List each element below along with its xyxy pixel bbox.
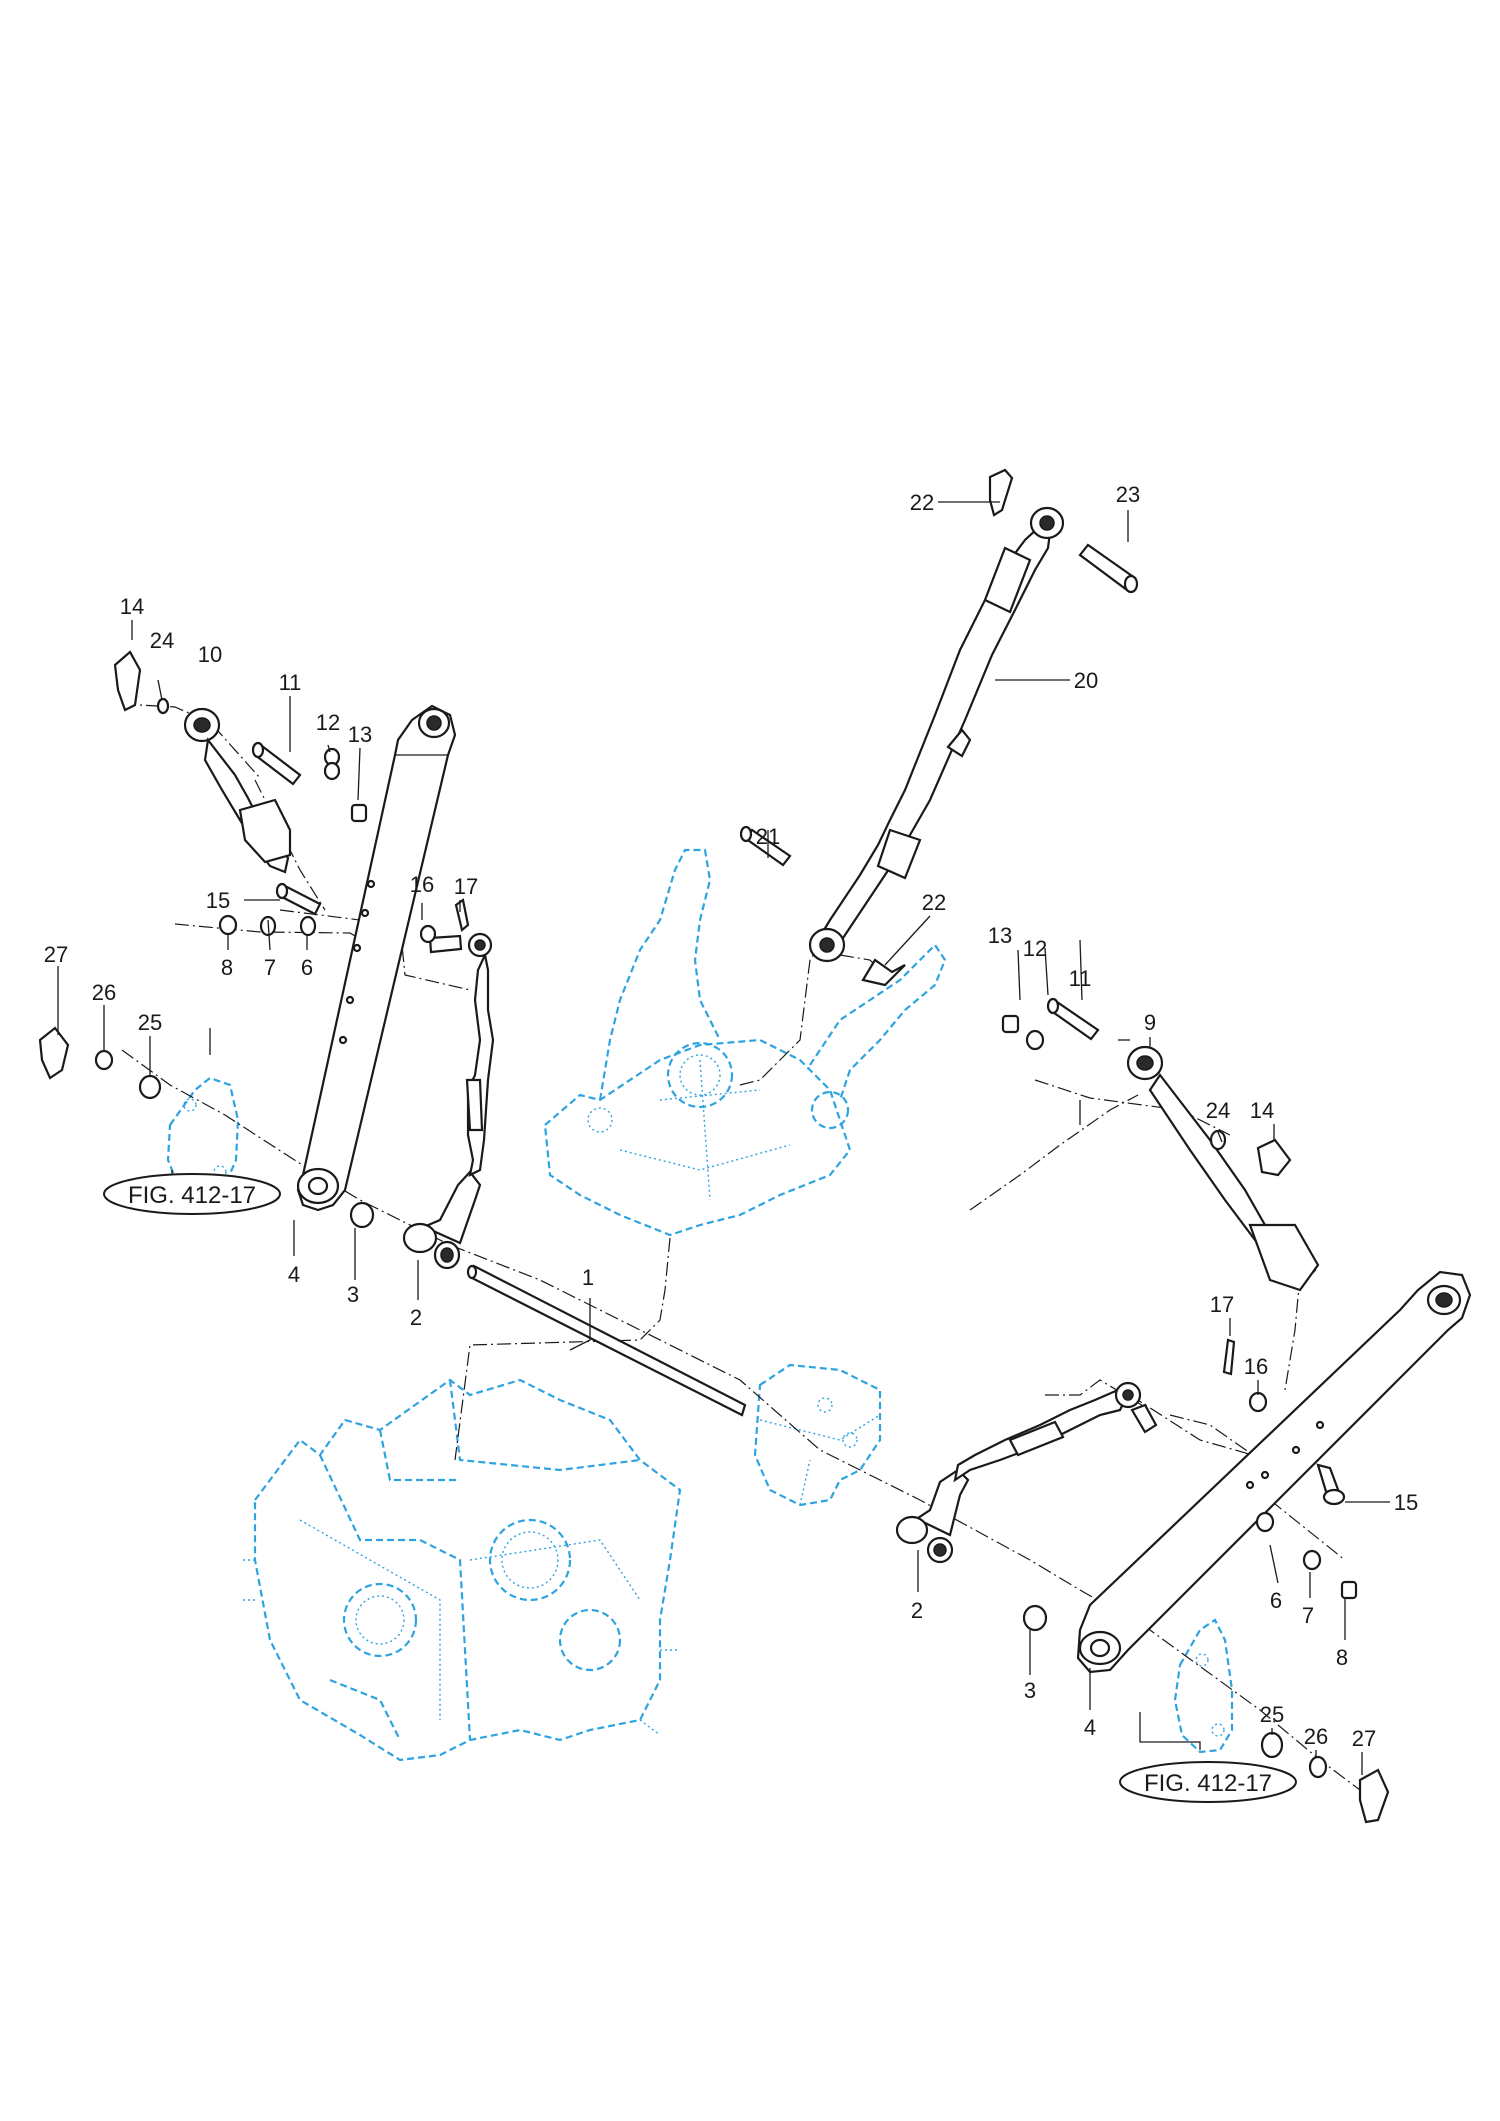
- callout-15-left[interactable]: 15: [206, 888, 230, 913]
- transmission-case-reference: [240, 1378, 682, 1762]
- callout-27-left[interactable]: 27: [44, 942, 68, 967]
- pin-15-right: [1316, 1463, 1346, 1506]
- callout-3-left[interactable]: 3: [347, 1282, 359, 1307]
- pin-11-left: [251, 741, 302, 786]
- callout-14-right[interactable]: 14: [1250, 1098, 1274, 1123]
- callouts: 1 2 2 3 3 4 4 6 6 7 7 8 8 9 10 11 11 12 …: [44, 482, 1418, 1751]
- lift-rod-right: [953, 1381, 1158, 1483]
- callout-4-left[interactable]: 4: [288, 1262, 300, 1287]
- lift-arm-left: [402, 1170, 482, 1270]
- callout-26-right[interactable]: 26: [1304, 1724, 1328, 1749]
- callout-13-left[interactable]: 13: [348, 722, 372, 747]
- hardware: [38, 468, 1390, 1824]
- callout-10[interactable]: 10: [198, 642, 222, 667]
- bracket-reference: [753, 1363, 882, 1507]
- callout-24-left[interactable]: 24: [150, 628, 174, 653]
- callout-1[interactable]: 1: [582, 1265, 594, 1290]
- top-link: [808, 506, 1065, 963]
- callout-7-right[interactable]: 7: [1302, 1603, 1314, 1628]
- callout-3-right[interactable]: 3: [1024, 1678, 1036, 1703]
- stabilizer-left: [183, 707, 292, 874]
- callout-6-right[interactable]: 6: [1270, 1588, 1282, 1613]
- callout-12-right[interactable]: 12: [1023, 936, 1047, 961]
- callout-6-left[interactable]: 6: [301, 955, 313, 980]
- fig-ref-left[interactable]: FIG. 412-17: [103, 1173, 281, 1215]
- pin-23: [1078, 543, 1139, 594]
- callout-15-right[interactable]: 15: [1394, 1490, 1418, 1515]
- callout-11-right[interactable]: 11: [1069, 966, 1092, 991]
- callout-7-left[interactable]: 7: [264, 955, 276, 980]
- stabilizer-right: [1126, 1045, 1320, 1292]
- callout-17-right[interactable]: 17: [1210, 1292, 1234, 1317]
- fig-ref-right-label: FIG. 412-17: [1144, 1770, 1272, 1797]
- lift-arm-right: [895, 1468, 970, 1564]
- callout-13-right[interactable]: 13: [988, 923, 1012, 948]
- callout-8-left[interactable]: 8: [221, 955, 233, 980]
- callout-20[interactable]: 20: [1074, 668, 1098, 693]
- callout-11-left[interactable]: 11: [279, 670, 302, 695]
- callout-14-left[interactable]: 14: [120, 594, 144, 619]
- callout-17-left[interactable]: 17: [454, 874, 478, 899]
- lift-cover-reference: [543, 848, 947, 1237]
- stabilizer-plate-right-reference: [1173, 1618, 1234, 1754]
- callout-25-left[interactable]: 25: [138, 1010, 162, 1035]
- callout-22-top[interactable]: 22: [910, 490, 934, 515]
- callout-9[interactable]: 9: [1144, 1010, 1156, 1035]
- callout-27-right[interactable]: 27: [1352, 1726, 1376, 1751]
- pin-11-right: [1046, 997, 1100, 1041]
- callout-26-left[interactable]: 26: [92, 980, 116, 1005]
- callout-4-right[interactable]: 4: [1084, 1715, 1096, 1740]
- callout-2-right[interactable]: 2: [911, 1598, 923, 1623]
- leader-lines: [57, 501, 1390, 1775]
- cross-shaft: [466, 1264, 747, 1417]
- callout-24-right[interactable]: 24: [1206, 1098, 1230, 1123]
- callout-12-left[interactable]: 12: [316, 710, 340, 735]
- lift-rod-left: [428, 932, 495, 1177]
- callout-23[interactable]: 23: [1116, 482, 1140, 507]
- lower-link-left: [296, 704, 457, 1212]
- fig-ref-right[interactable]: FIG. 412-17: [1119, 1761, 1297, 1803]
- callout-8-right[interactable]: 8: [1336, 1645, 1348, 1670]
- callout-25-right[interactable]: 25: [1260, 1702, 1284, 1727]
- pin-15-left: [275, 882, 322, 916]
- callout-22-mid[interactable]: 22: [922, 890, 946, 915]
- callout-2-left[interactable]: 2: [410, 1305, 422, 1330]
- lower-link-right: [1076, 1270, 1472, 1674]
- assembly-lines: [121, 703, 1361, 1791]
- fig-ref-left-label: FIG. 412-17: [128, 1182, 256, 1209]
- callout-16-right[interactable]: 16: [1244, 1354, 1268, 1379]
- callout-16-left[interactable]: 16: [410, 872, 434, 897]
- callout-21[interactable]: 21: [756, 824, 780, 849]
